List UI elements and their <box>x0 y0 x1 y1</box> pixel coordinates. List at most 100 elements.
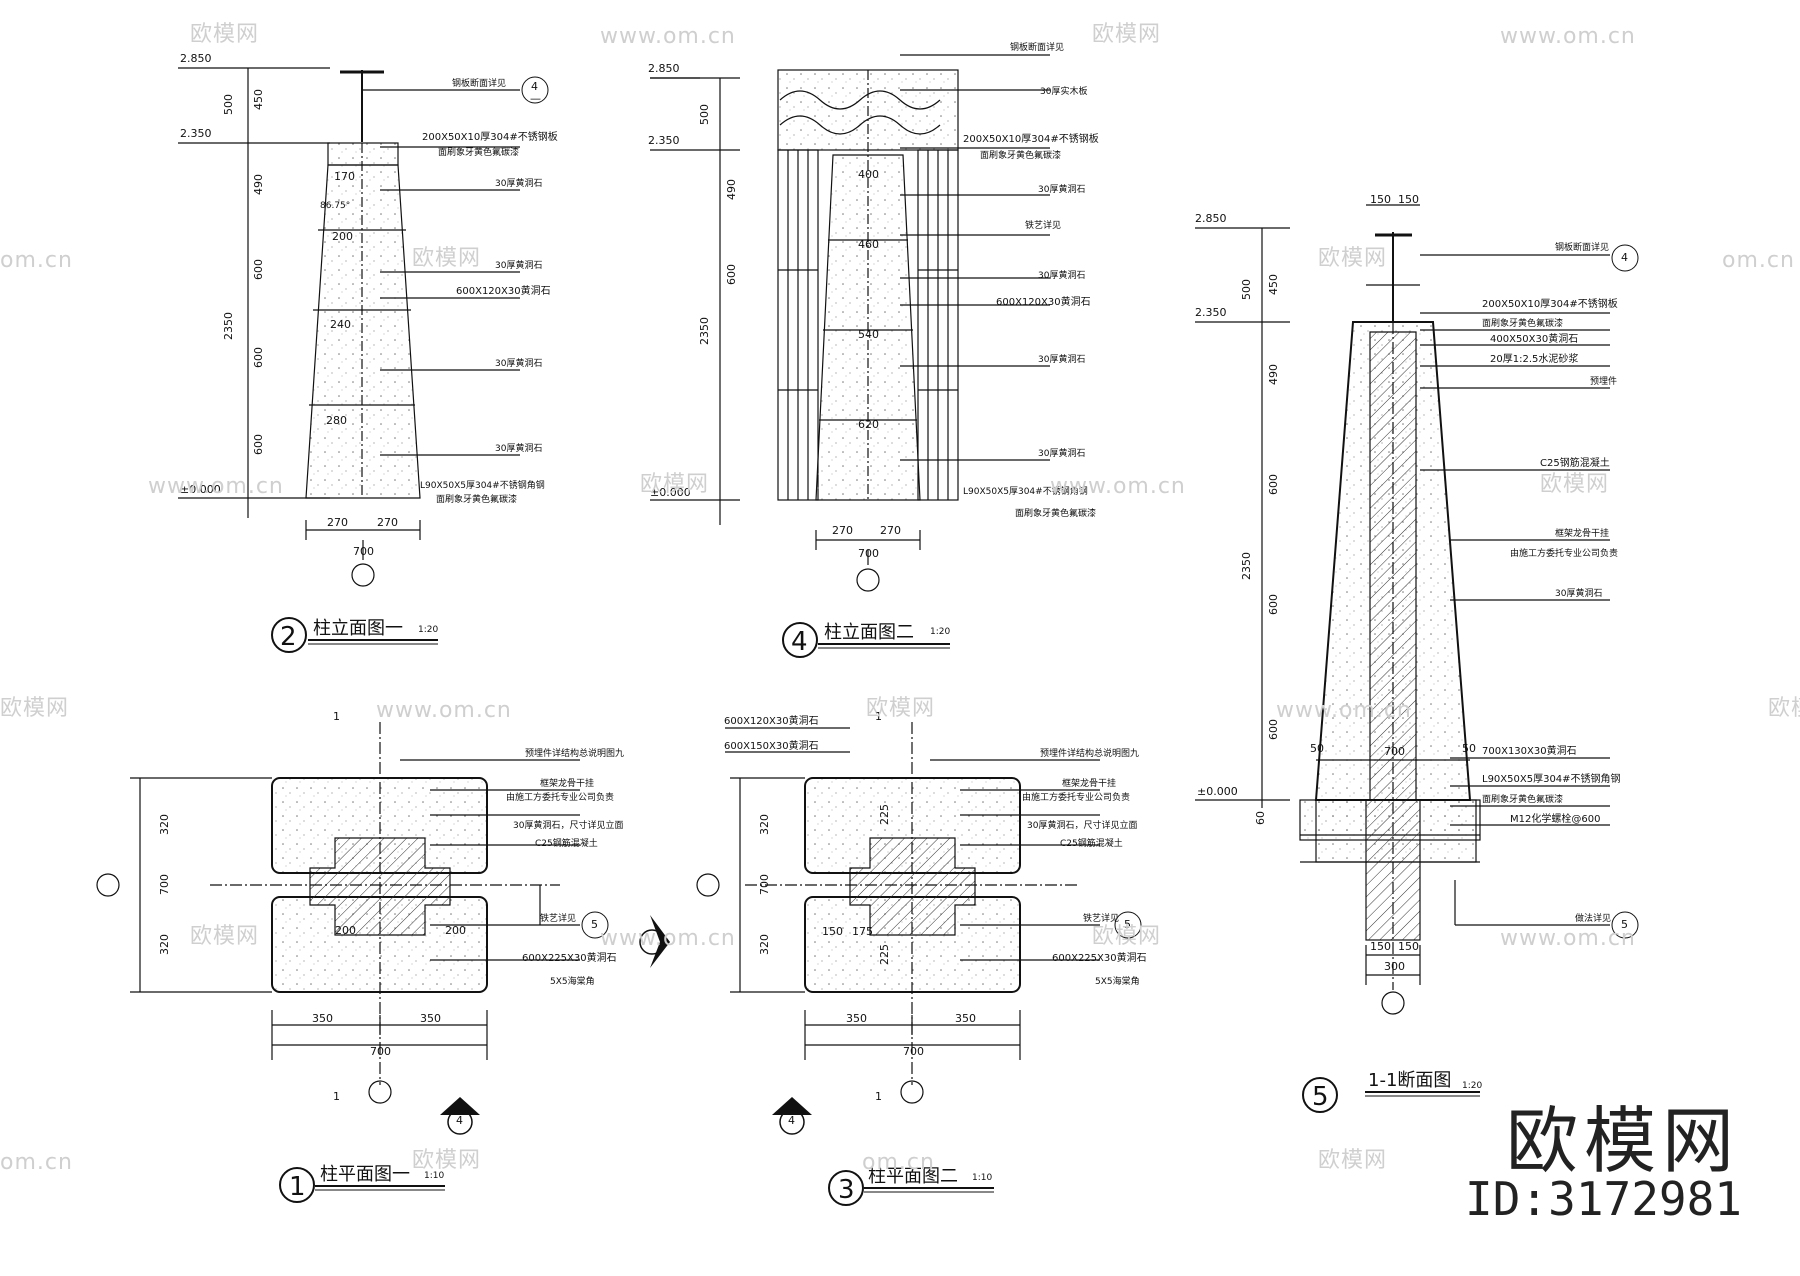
note: 30厚黄洞石 <box>495 357 542 369</box>
level-zero: ±0.000 <box>1197 785 1238 798</box>
dim-700b: 700 <box>903 1045 924 1058</box>
dim-490: 490 <box>725 179 738 200</box>
dim-500: 500 <box>1240 279 1253 300</box>
dim-500: 500 <box>698 104 711 125</box>
plan-two-text: 320 700 320 225 225 150 175 350 350 700 … <box>724 710 1147 1103</box>
watermark-url: om.cn <box>1722 248 1795 273</box>
angle-label: 86.75° <box>320 201 350 211</box>
dim-350b: 350 <box>420 1012 441 1025</box>
note: 做法详见 <box>1575 912 1611 924</box>
note: 30厚黄洞石 <box>1038 353 1085 365</box>
watermark: 欧模网 <box>190 22 260 47</box>
note: 30厚黄洞石，尺寸详见立面 <box>513 819 623 831</box>
dim-320b: 320 <box>158 934 171 955</box>
section-one-text: 2.850 2.350 ±0.000 500 450 490 2350 600 … <box>1195 193 1639 973</box>
dim-700: 700 <box>353 545 374 558</box>
dim-2350: 2350 <box>1240 552 1253 580</box>
watermark-url: www.om.cn <box>1500 926 1636 951</box>
dim-700: 700 <box>158 874 171 895</box>
elevation-two-text: 2.850 2.350 ±0.000 500 2350 490 600 400 … <box>648 41 1099 560</box>
level-mid: 2.350 <box>180 127 212 140</box>
watermark-url: om.cn <box>0 1150 73 1175</box>
callout-4: 4 <box>1621 251 1628 264</box>
dim-460: 460 <box>858 238 879 251</box>
watermark: 欧模网 <box>412 246 482 271</box>
dim-50b: 50 <box>1462 742 1476 755</box>
watermark: 欧模网 <box>412 1148 482 1173</box>
dim-500: 500 <box>222 94 235 115</box>
dim-350: 350 <box>312 1012 333 1025</box>
note: L90X50X5厚304#不锈钢角钢 <box>963 485 1088 497</box>
note: 30厚黄洞石 <box>1038 447 1085 459</box>
note: 20厚1:2.5水泥砂浆 <box>1490 352 1578 365</box>
view-3-title-text: 柱平面图二 <box>868 1166 958 1187</box>
plan-two <box>696 722 1100 1104</box>
section-mark: 1 <box>875 710 882 723</box>
note: 面刷象牙黄色氟碳漆 <box>1482 317 1563 329</box>
view-5-title-text: 1-1断面图 <box>1368 1070 1451 1091</box>
note: 由施工方委托专业公司负责 <box>1510 547 1618 559</box>
section-mark-b: 1 <box>333 1090 340 1103</box>
note: 200X50X10厚304#不锈钢板 <box>422 130 558 143</box>
watermark: 欧模网 <box>1318 1148 1388 1173</box>
dim-400: 400 <box>858 168 879 181</box>
callout-5: 5 <box>1124 918 1131 931</box>
note: 600X120X30黄洞石 <box>996 295 1091 308</box>
view-2-scale: 1:20 <box>418 625 438 635</box>
dim-490: 490 <box>1267 364 1280 385</box>
view-1-scale: 1:10 <box>424 1171 444 1181</box>
note: C25钢筋混凝土 <box>1060 837 1123 849</box>
direction-arrow <box>639 915 670 968</box>
note: 铁艺详见 <box>540 912 576 924</box>
dim-150: 150 <box>822 925 843 938</box>
level-mid: 2.350 <box>648 134 680 147</box>
note: 面刷象牙黄色氟碳漆 <box>438 146 519 158</box>
callout-4: 4 <box>531 80 538 93</box>
callout-sub: — <box>530 92 541 105</box>
model-id: ID:3172981 <box>1465 1172 1742 1226</box>
watermark-url: www.om.cn <box>600 24 736 49</box>
note: 30厚黄洞石 <box>1555 587 1602 599</box>
view-3-title: 4 3 柱平面图二 1:10 <box>772 1097 994 1206</box>
note: 5X5海棠角 <box>1095 975 1140 987</box>
note: 预埋件详结构总说明图九 <box>525 747 624 759</box>
dim-600b: 600 <box>1267 594 1280 615</box>
watermark: 欧模网 <box>866 696 936 721</box>
note: 预埋件详结构总说明图九 <box>1040 747 1139 759</box>
watermark-url: www.om.cn <box>1500 24 1636 49</box>
dim-270b: 270 <box>377 516 398 529</box>
dim-450: 450 <box>252 89 265 110</box>
watermark: 欧模网 <box>190 924 260 949</box>
view-1-number: 1 <box>289 1172 306 1202</box>
watermark-url: www.om.cn <box>376 698 512 723</box>
note: 30厚实木板 <box>1040 85 1087 97</box>
dim-2350: 2350 <box>698 317 711 345</box>
dim-350: 350 <box>846 1012 867 1025</box>
dim-600c: 600 <box>252 434 265 455</box>
dim-60: 60 <box>1254 811 1267 825</box>
dim-200b: 200 <box>445 924 466 937</box>
view-3-scale: 1:10 <box>972 1173 992 1183</box>
view-2-number: 2 <box>280 622 297 652</box>
dim-600: 600 <box>725 264 738 285</box>
watermark: 欧模网 <box>1318 246 1388 271</box>
section-one <box>1195 204 1610 1015</box>
note: 30厚黄洞石 <box>495 442 542 454</box>
note: L90X50X5厚304#不锈钢角钢 <box>420 479 545 491</box>
dim-225b: 225 <box>878 944 891 965</box>
watermark-url: www.om.cn <box>1276 698 1412 723</box>
level-zero: ±0.000 <box>180 483 221 496</box>
elevation-one <box>178 67 520 587</box>
dim-280: 280 <box>326 414 347 427</box>
plan-one-text: 320 700 320 350 350 700 200 200 1 1 预埋件详… <box>158 710 624 1103</box>
level-zero: ±0.000 <box>650 486 691 499</box>
level-top: 2.850 <box>648 62 680 75</box>
note: 30厚黄洞石 <box>495 259 542 271</box>
view-4-scale: 1:20 <box>930 627 950 637</box>
callout-4: 4 <box>456 1114 463 1127</box>
dim-150c: 150 <box>1370 940 1391 953</box>
callout-5: 5 <box>591 918 598 931</box>
watermark: 欧模网 <box>640 472 710 497</box>
note: 600X225X30黄洞石 <box>1052 951 1147 964</box>
dim-700: 700 <box>858 547 879 560</box>
